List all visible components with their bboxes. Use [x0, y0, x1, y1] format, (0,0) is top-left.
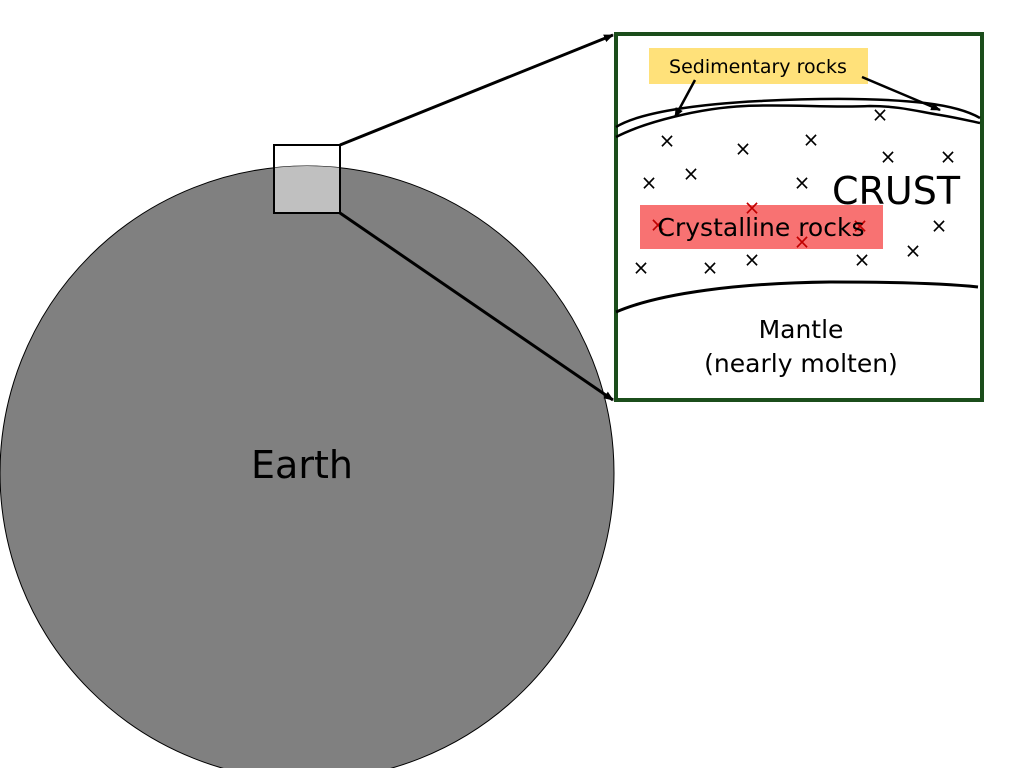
sedimentary-layer-bottom	[615, 104, 981, 139]
grain-mark-highlighted: ×	[794, 230, 811, 254]
sedimentary-pointer-right	[861, 75, 941, 112]
sedimentary-pointer-left	[673, 79, 697, 118]
grain-mark: ×	[931, 214, 948, 238]
grain-mark-highlighted: ×	[744, 196, 761, 220]
sedimentary-label-bg	[649, 48, 868, 84]
grain-mark-highlighted: ×	[852, 214, 869, 238]
grain-mark: ×	[744, 248, 761, 272]
mantle-label-line2: (nearly molten)	[704, 349, 898, 378]
sedimentary-layer-top	[615, 97, 981, 129]
zoom-arrow-bottom	[339, 211, 614, 402]
sedimentary-label: Sedimentary rocks	[669, 56, 847, 78]
crystalline-label: Crystalline rocks	[658, 213, 865, 242]
grain-mark: ×	[633, 256, 650, 280]
rock-grain-marks: × × × × × × × × × × × × × × ×	[633, 103, 957, 280]
grain-mark: ×	[940, 145, 957, 169]
grain-mark: ×	[735, 137, 752, 161]
grain-mark: ×	[880, 145, 897, 169]
grain-mark: ×	[872, 103, 889, 127]
grain-mark-highlighted: ×	[650, 213, 667, 237]
zoom-area-fill	[274, 166, 340, 213]
rock-grain-marks-highlighted: × × × ×	[650, 196, 869, 254]
zoom-arrow-top	[339, 33, 614, 147]
mantle-label-line1: Mantle	[759, 315, 844, 344]
crust-mantle-boundary	[615, 280, 979, 314]
crystalline-label-bg	[640, 205, 883, 249]
grain-mark: ×	[659, 129, 676, 153]
earth-label: Earth	[251, 443, 353, 487]
zoom-box	[273, 144, 341, 214]
grain-mark: ×	[905, 239, 922, 263]
grain-mark: ×	[641, 171, 658, 195]
crust-label: CRUST	[832, 169, 961, 213]
grain-mark: ×	[803, 128, 820, 152]
grain-mark: ×	[794, 171, 811, 195]
grain-mark: ×	[702, 256, 719, 280]
grain-mark: ×	[854, 248, 871, 272]
grain-mark: ×	[683, 162, 700, 186]
